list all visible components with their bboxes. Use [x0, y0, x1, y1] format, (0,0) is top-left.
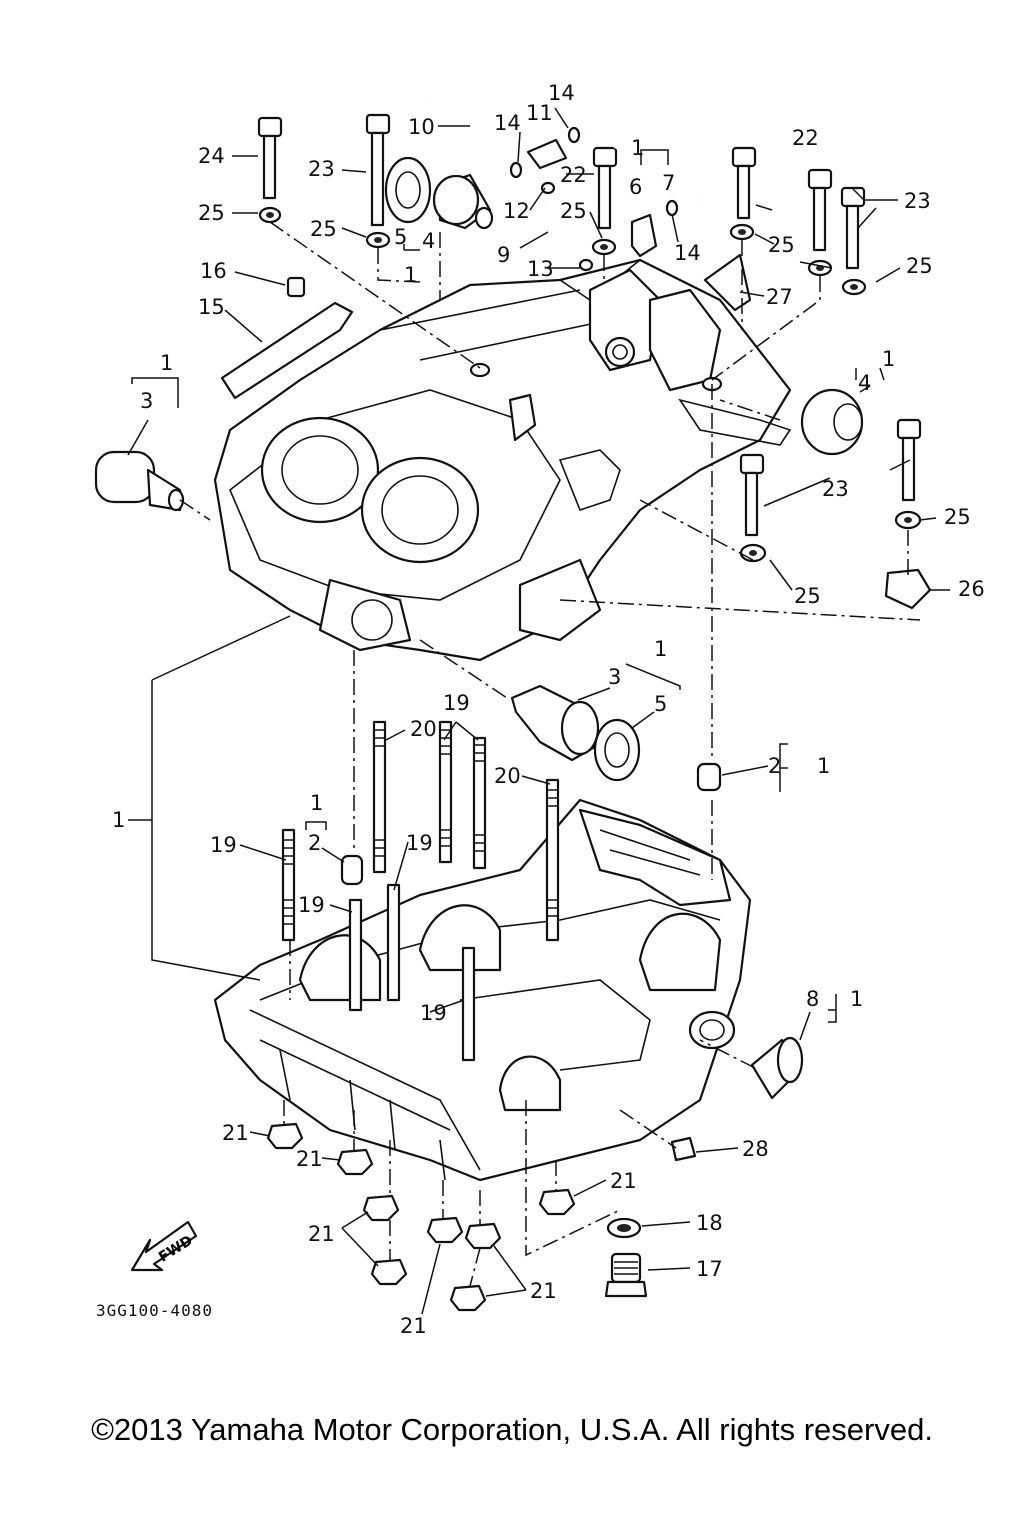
callout-17: 17	[696, 1257, 723, 1281]
callout-5: 5	[654, 692, 667, 716]
callout-25: 25	[944, 505, 971, 529]
callout-20: 20	[410, 717, 437, 741]
callout-16: 16	[200, 259, 227, 283]
hoses-and-fittings	[427, 96, 752, 312]
callout-labels: 24 23 25 25 10 14 14 11 22 1 7 22 6 12 2…	[112, 81, 985, 1338]
callout-2: 2	[768, 754, 781, 778]
callout-19: 19	[406, 831, 433, 855]
callout-25: 25	[768, 233, 795, 257]
callout-23: 23	[904, 189, 931, 213]
callout-25: 25	[310, 217, 337, 241]
callout-12: 12	[503, 199, 530, 223]
studs	[281, 720, 560, 1062]
reference-code: 3GG100-4080	[96, 1301, 213, 1320]
callout-14: 14	[548, 81, 575, 105]
fwd-arrow-icon: FWD	[130, 1220, 198, 1272]
callout-19: 19	[443, 691, 470, 715]
callout-23: 23	[822, 477, 849, 501]
callout-25: 25	[560, 199, 587, 223]
callout-1: 1	[310, 791, 323, 815]
callout-19: 19	[420, 1001, 447, 1025]
callout-25: 25	[906, 254, 933, 278]
copyright-notice: ©2013 Yamaha Motor Corporation, U.S.A. A…	[91, 1412, 933, 1447]
callout-1: 1	[631, 136, 644, 160]
callout-18: 18	[696, 1211, 723, 1235]
callout-23: 23	[308, 157, 335, 181]
callout-9: 9	[497, 243, 510, 267]
bearings-and-seals	[94, 156, 864, 1100]
callout-4: 4	[858, 371, 871, 395]
callout-1: 1	[654, 637, 667, 661]
callout-2: 2	[308, 831, 321, 855]
callout-26: 26	[958, 577, 985, 601]
callout-1: 1	[112, 808, 125, 832]
callout-11: 11	[526, 101, 553, 125]
callout-1: 1	[404, 263, 417, 287]
callout-19: 19	[210, 833, 237, 857]
callout-10: 10	[408, 115, 435, 139]
callout-5: 5	[394, 225, 407, 249]
callout-25: 25	[198, 201, 225, 225]
callout-1: 1	[817, 754, 830, 778]
callout-21: 21	[530, 1279, 557, 1303]
brackets	[220, 276, 932, 610]
callout-8: 8	[806, 987, 819, 1011]
callout-27: 27	[766, 285, 793, 309]
callout-15: 15	[198, 295, 225, 319]
callout-4: 4	[422, 229, 435, 253]
callout-21: 21	[296, 1147, 323, 1171]
callout-3: 3	[140, 389, 153, 413]
upper-crankcase	[213, 258, 792, 662]
callout-7: 7	[662, 171, 675, 195]
callout-13: 13	[527, 257, 554, 281]
callout-21: 21	[400, 1314, 427, 1338]
callout-21: 21	[222, 1121, 249, 1145]
washers	[258, 206, 922, 563]
fasteners-lower	[266, 1122, 697, 1312]
callout-1: 1	[160, 351, 173, 375]
callout-24: 24	[198, 144, 225, 168]
callout-3: 3	[608, 665, 621, 689]
callout-20: 20	[494, 764, 521, 788]
callout-22: 22	[792, 126, 819, 150]
callout-22: 22	[560, 163, 587, 187]
callout-21: 21	[610, 1169, 637, 1193]
callout-25: 25	[794, 584, 821, 608]
callout-14: 14	[674, 241, 701, 265]
callout-1: 1	[850, 987, 863, 1011]
callout-14: 14	[494, 111, 521, 135]
callout-6: 6	[629, 175, 642, 199]
callout-19: 19	[298, 893, 325, 917]
leader-lines	[127, 107, 950, 1315]
callout-21: 21	[308, 1222, 335, 1246]
callout-1: 1	[882, 347, 895, 371]
bolts	[257, 113, 922, 537]
callout-28: 28	[742, 1137, 769, 1161]
